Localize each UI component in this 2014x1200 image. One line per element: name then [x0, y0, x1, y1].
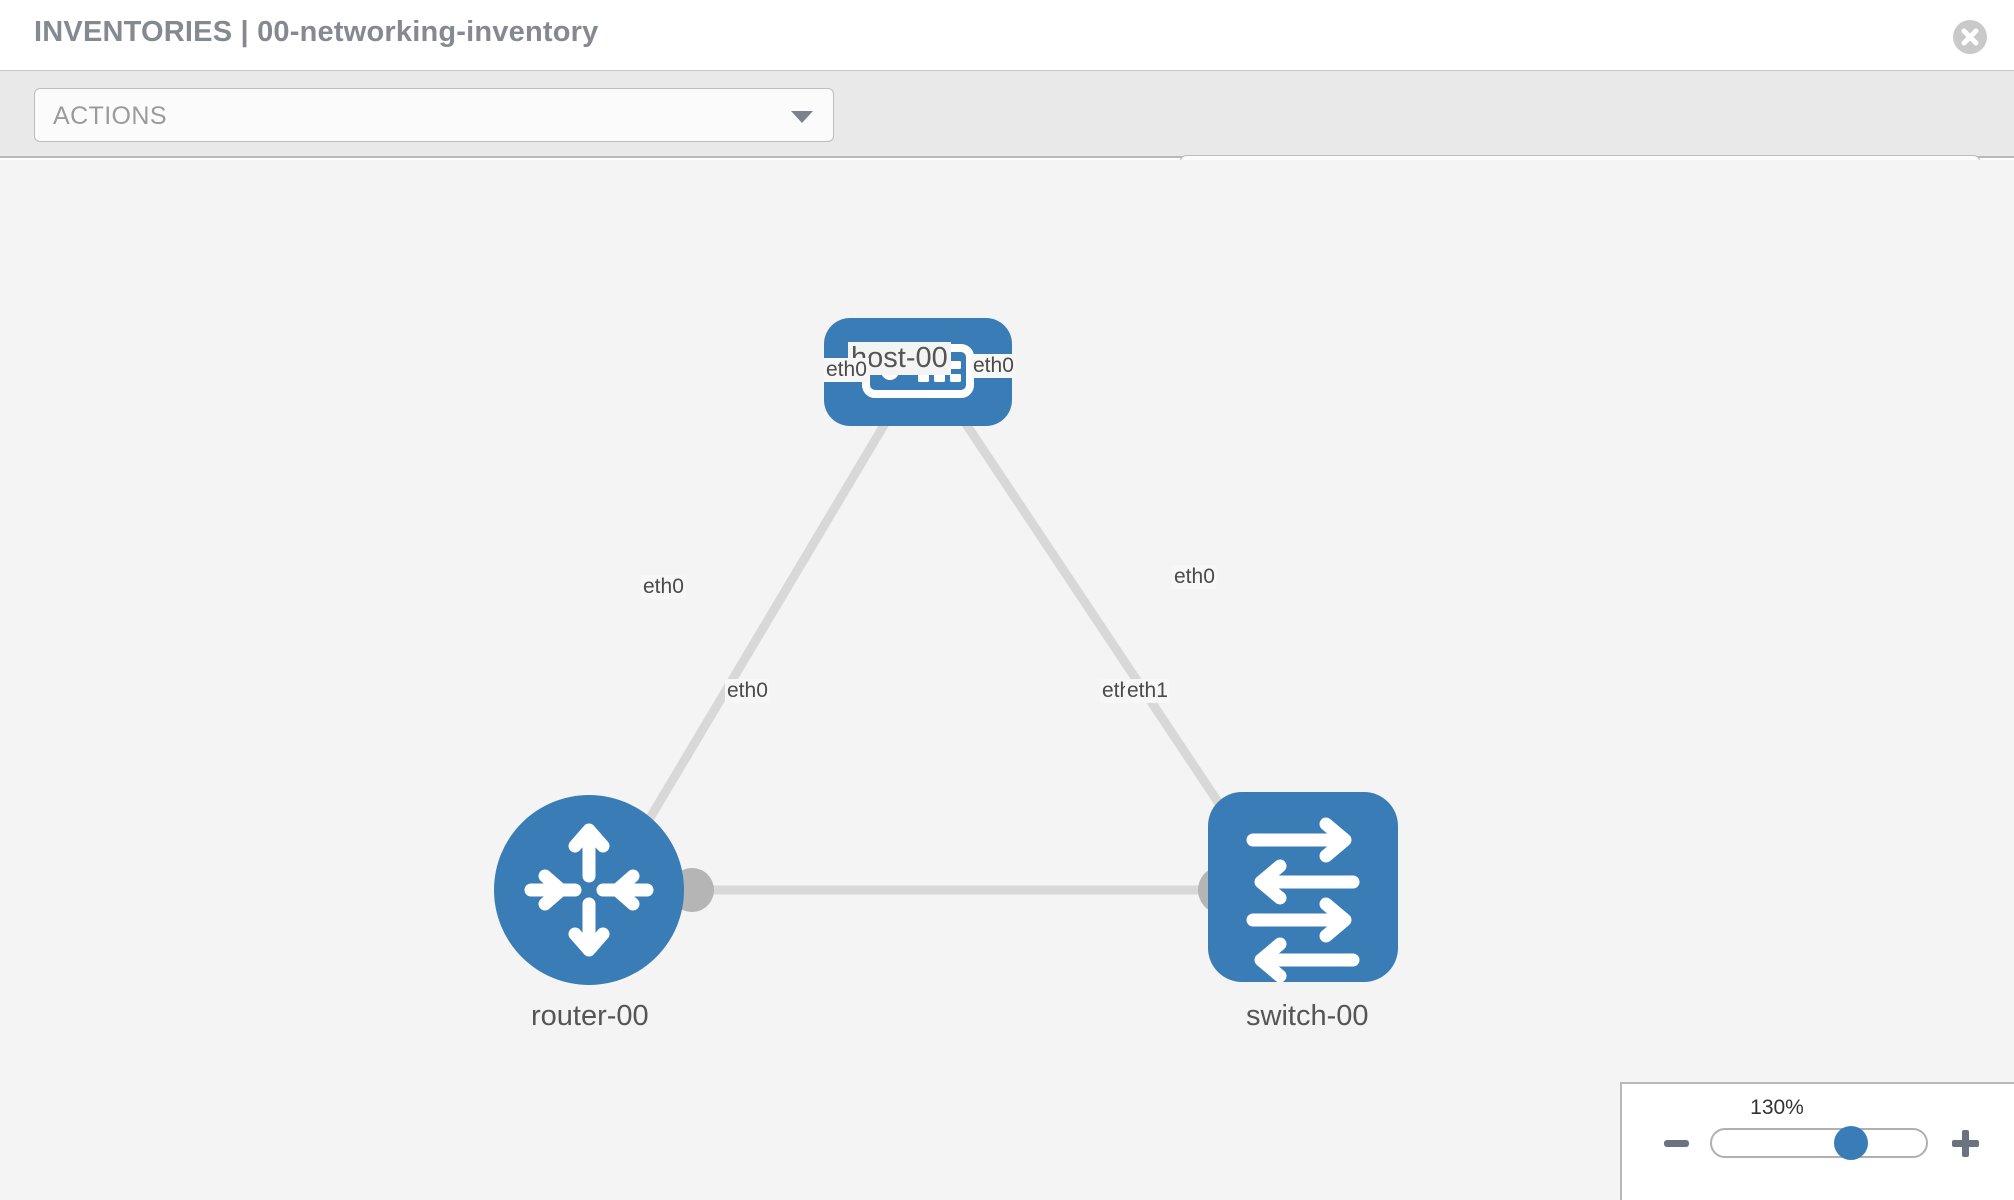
minus-icon[interactable] — [1664, 1140, 1689, 1147]
topology-graph — [494, 318, 1398, 985]
actions-dropdown[interactable]: ACTIONS — [34, 88, 834, 142]
zoom-control-panel: 130% — [1620, 1082, 2014, 1200]
edge-label: eth0 — [824, 358, 869, 382]
link-host-switch — [956, 412, 1254, 853]
chevron-down-icon — [791, 111, 813, 123]
node-switch-00[interactable] — [1208, 792, 1398, 983]
topology-links — [621, 412, 1254, 895]
link-host-router — [621, 412, 894, 863]
zoom-level-value: 130% — [1750, 1096, 1804, 1119]
topology-canvas[interactable]: host-00 router-00 switch-00 eth0 eth0 et… — [0, 160, 2014, 1200]
node-router-00[interactable] — [494, 795, 684, 985]
edge-label: eth0 — [1172, 565, 1217, 589]
edge-label: eth0 — [971, 354, 1016, 378]
zoom-slider-thumb[interactable] — [1834, 1126, 1868, 1160]
zoom-slider-track[interactable] — [1710, 1128, 1928, 1158]
close-icon[interactable] — [1953, 20, 1987, 54]
edge-label: eth0 — [725, 679, 770, 703]
toolbar: ACTIONS SEARCH — [0, 70, 2014, 209]
page-title: INVENTORIES | 00-networking-inventory — [34, 16, 599, 48]
node-label-router-00: router-00 — [528, 1000, 652, 1033]
actions-dropdown-label: ACTIONS — [53, 102, 167, 130]
edge-label: eth0 — [641, 575, 686, 599]
plus-icon[interactable] — [1952, 1130, 1979, 1157]
edge-label: eth1 — [1125, 679, 1170, 703]
node-label-switch-00: switch-00 — [1243, 1000, 1372, 1033]
page-header: INVENTORIES | 00-networking-inventory — [0, 0, 2014, 70]
